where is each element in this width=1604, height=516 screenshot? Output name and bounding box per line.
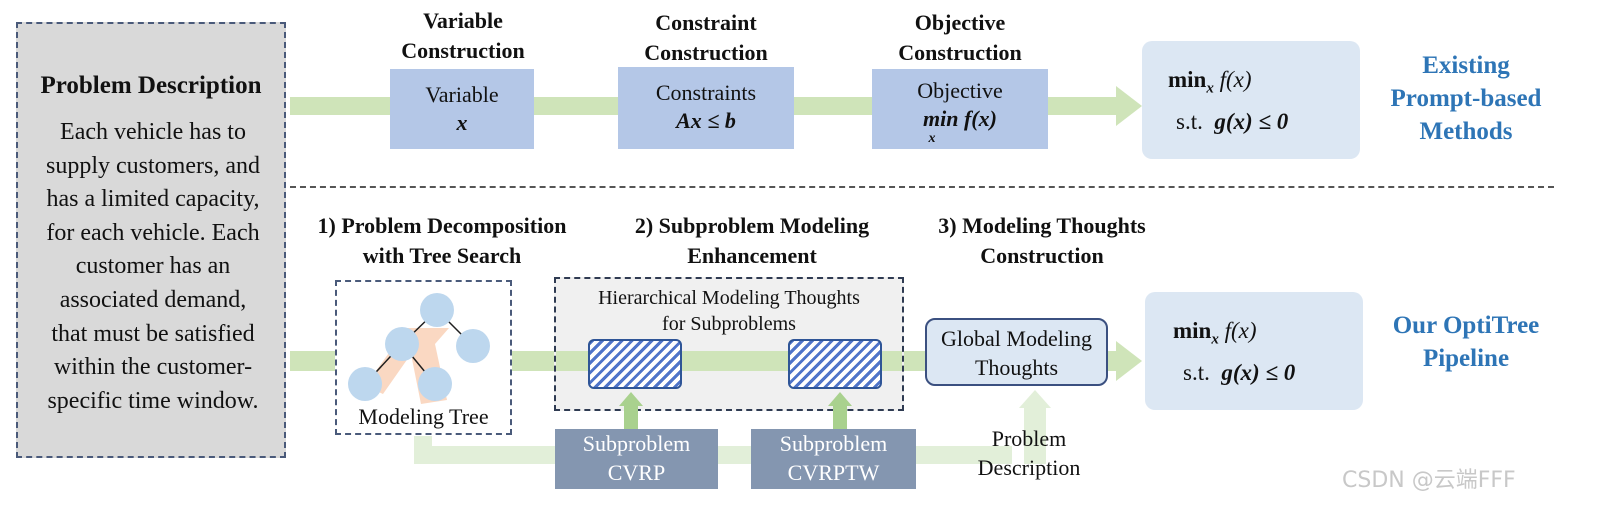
problem-line: has a limited capacity, bbox=[46, 186, 260, 213]
problem-description-text: Each vehicle has to supply customers, an… bbox=[26, 116, 280, 418]
objective-box: Objective min f(x) x bbox=[872, 69, 1048, 149]
tree-node bbox=[456, 329, 490, 363]
subproblem-cvrp-box: Subproblem CVRP bbox=[555, 429, 718, 489]
hierarchical-thoughts-label: Hierarchical Modeling Thoughts for Subpr… bbox=[598, 287, 860, 335]
feedback-band-vertical bbox=[414, 436, 432, 464]
cvrptw-up-arrow-stem bbox=[833, 405, 847, 429]
variable-box: Variable x bbox=[390, 69, 534, 149]
cvrptw-up-arrowhead bbox=[828, 392, 852, 406]
existing-methods-label: Existing Prompt-based Methods bbox=[1390, 52, 1542, 145]
optitree-formulation-box: minx f(x) s.t. g(x) ≤ 0 bbox=[1145, 292, 1363, 410]
section-separator bbox=[290, 186, 1554, 188]
hierarchical-thoughts-box: Hierarchical Modeling Thoughts for Subpr… bbox=[554, 277, 904, 411]
modeling-tree-box: Modeling Tree bbox=[335, 280, 512, 435]
stage-1-title: 1) Problem Decomposition with Tree Searc… bbox=[317, 213, 567, 268]
optitree-pipeline-label: Our OptiTree Pipeline bbox=[1392, 312, 1540, 372]
problem-line: that must be satisfied bbox=[51, 320, 255, 347]
stage-2-title: 2) Subproblem Modeling Enhancement bbox=[634, 213, 870, 268]
constraints-box: Constraints Ax ≤ b bbox=[618, 67, 794, 149]
problem-line: associated demand, bbox=[59, 286, 247, 313]
tree-graphic bbox=[348, 293, 490, 404]
problem-line: customer has an bbox=[75, 253, 231, 280]
bottom-flow-arrowhead bbox=[1116, 341, 1142, 381]
problem-desc-band bbox=[1024, 406, 1046, 464]
tree-node bbox=[418, 367, 452, 401]
tree-node bbox=[348, 367, 382, 401]
existing-formulation-box: minx f(x) s.t. g(x) ≤ 0 bbox=[1142, 41, 1360, 159]
problem-description-title: Problem Description bbox=[40, 72, 262, 99]
global-modeling-thoughts-box: Global Modeling Thoughts bbox=[925, 318, 1108, 386]
problem-description-panel: Problem Description Each vehicle has to … bbox=[16, 22, 286, 458]
tree-node bbox=[420, 293, 454, 327]
stage-3-title: 3) Modeling Thoughts Construction bbox=[938, 213, 1146, 268]
tree-node bbox=[385, 327, 419, 361]
modeling-tree-label: Modeling Tree bbox=[358, 404, 489, 429]
problem-line: for each vehicle. Each bbox=[46, 219, 260, 246]
problem-line: supply customers, and bbox=[46, 152, 260, 179]
objective-construction-title: Objective Construction bbox=[898, 10, 1022, 65]
problem-line: specific time window. bbox=[47, 387, 259, 414]
cvrp-up-arrow-stem bbox=[624, 405, 638, 429]
top-flow-arrowhead bbox=[1116, 86, 1142, 126]
problem-desc-up-arrowhead bbox=[1019, 390, 1051, 408]
variable-construction-title: Variable Construction bbox=[401, 8, 525, 63]
subproblem-thought-cvrp bbox=[588, 339, 682, 389]
subproblem-cvrptw-box: Subproblem CVRPTW bbox=[751, 429, 916, 489]
problem-description-label: Problem Description bbox=[977, 426, 1081, 480]
problem-line: within the customer- bbox=[53, 354, 253, 381]
watermark: CSDN @云端FFF bbox=[1342, 468, 1516, 493]
problem-line: Each vehicle has to bbox=[60, 119, 246, 145]
subproblem-thought-cvrptw bbox=[788, 339, 882, 389]
constraint-construction-title: Constraint Construction bbox=[644, 10, 768, 65]
cvrp-up-arrowhead bbox=[619, 392, 643, 406]
